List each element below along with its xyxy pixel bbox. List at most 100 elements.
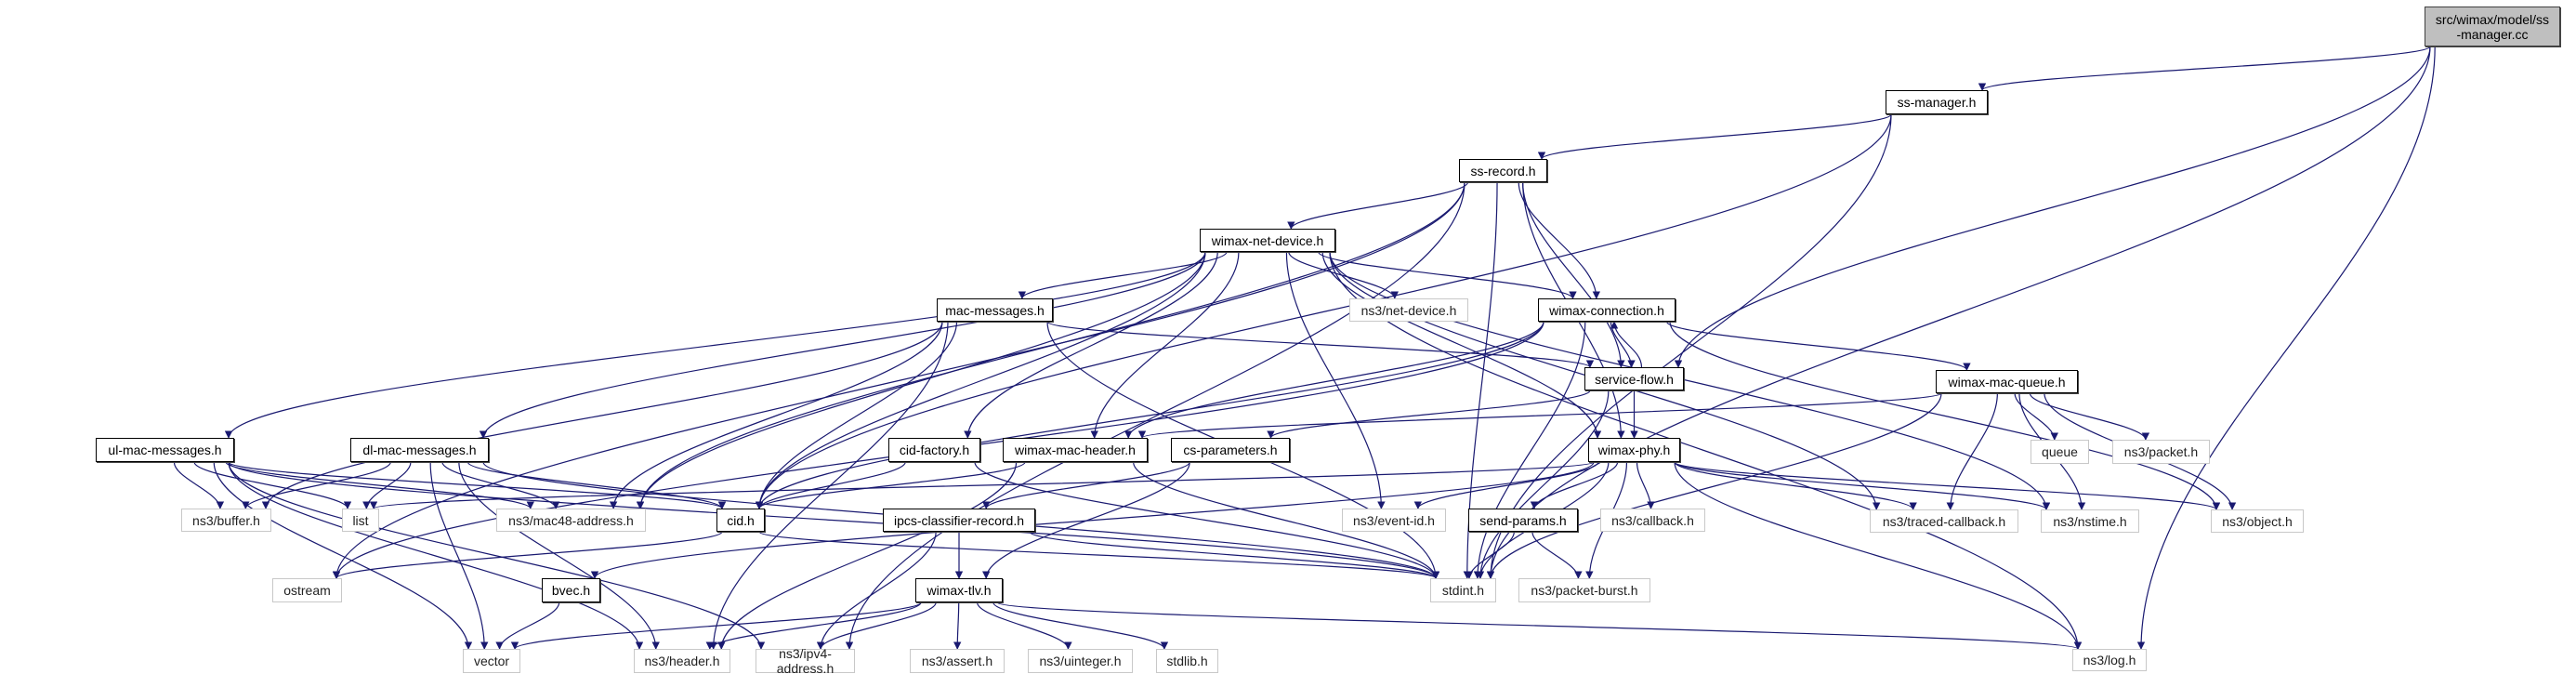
edge-wmq-to-pkt (2029, 392, 2150, 441)
node-ns3-log-h: ns3/log.h (2072, 649, 2147, 671)
edge-wmh-to-stdint (1133, 461, 1440, 579)
edge-cf-to-stdint (974, 461, 1440, 579)
edge-ssr-to-ipv4 (845, 181, 1465, 650)
edge-dl-to-vector (429, 461, 489, 650)
node-send-params-h[interactable]: send-params.h (1468, 509, 1578, 532)
edge-wnd-to-ul (224, 251, 1206, 439)
edge-wnd-to-cid (755, 251, 1206, 509)
node-ostream: ostream (272, 578, 342, 602)
edge-wnd-to-nst (1329, 251, 2051, 510)
edge-wp-to-sp (1530, 461, 1619, 509)
node-wimax-net-device-h[interactable]: wimax-net-device.h (1200, 229, 1335, 252)
node-cs-parameters-h[interactable]: cs-parameters.h (1171, 438, 1290, 462)
edge-wmq-to-wmh (1138, 392, 1942, 439)
edge-ssr-to-wc (1518, 181, 1601, 299)
node-ul-mac-messages-h[interactable]: ul-mac-messages.h (96, 438, 234, 462)
edge-wmq-to-stdint (1486, 392, 1942, 579)
node-stdlib-h: stdlib.h (1156, 649, 1218, 673)
edge-icr-to-ipv4 (816, 531, 937, 650)
edge-mm-to-sf (1046, 321, 1594, 368)
edge-wc-to-obj (1669, 321, 2221, 510)
edge-cc-to-ssm (1978, 46, 2431, 91)
edge-wp-to-bvec (590, 461, 1595, 579)
edge-wmq-to-tc (1946, 392, 1998, 510)
edge-wp-to-nst (1674, 461, 2051, 510)
edge-wp-to-log (1674, 461, 2083, 650)
node-wimax-mac-queue-h[interactable]: wimax-mac-queue.h (1936, 370, 2078, 393)
edge-bvec-to-vector (495, 601, 560, 650)
edge-mm-to-buf (261, 321, 943, 509)
edge-ul-to-list (193, 461, 352, 509)
edge-mm-to-mac48 (609, 321, 943, 509)
node-ns3-packet-h: ns3/packet.h (2112, 440, 2210, 464)
edge-cid-to-ostream (332, 531, 723, 579)
edge-wtlv-to-ipv4 (816, 601, 937, 650)
edge-wc-to-stdint (1473, 321, 1586, 579)
node-queue: queue (2031, 440, 2089, 464)
edge-wnd-to-wp (1321, 251, 1602, 439)
node-ns3-header-h: ns3/header.h (634, 649, 730, 673)
edge-sp-to-stdint (1465, 531, 1515, 579)
node-src-wimax-model-ss-manager-cc: src/wimax/model/ss -manager.cc (2425, 7, 2560, 46)
node-cid-h[interactable]: cid.h (716, 509, 765, 532)
node-ipcs-classifier-record-h[interactable]: ipcs-classifier-record.h (883, 509, 1035, 532)
edge-wtlv-to-log (996, 601, 2082, 650)
edge-ul-to-mac48 (225, 461, 534, 509)
edge-ul-to-ipv4 (228, 461, 766, 650)
edge-ssr-to-sf (1522, 181, 1625, 368)
node-wimax-tlv-h[interactable]: wimax-tlv.h (915, 578, 1003, 602)
node-ss-manager-h[interactable]: ss-manager.h (1886, 90, 1988, 114)
node-ns3-assert-h: ns3/assert.h (910, 649, 1005, 673)
edge-wp-to-cb (1636, 461, 1655, 509)
node-wimax-phy-h[interactable]: wimax-phy.h (1588, 438, 1680, 462)
edge-cf-to-cid (755, 461, 906, 509)
node-wimax-connection-h[interactable]: wimax-connection.h (1538, 298, 1676, 322)
edge-wtlv-to-header (705, 601, 922, 650)
edge-sp-to-pb (1531, 531, 1583, 579)
node-cid-factory-h[interactable]: cid-factory.h (888, 438, 980, 462)
edge-wmh-to-cid (755, 461, 1026, 509)
node-wimax-mac-header-h[interactable]: wimax-mac-header.h (1003, 438, 1148, 462)
edge-sf-to-wc (1610, 321, 1643, 368)
edge-wmh-to-header (717, 461, 1018, 650)
edge-sf-to-stdint (1476, 390, 1610, 579)
node-ns3-packet-burst-h: ns3/packet-burst.h (1518, 578, 1650, 602)
edge-ssm-to-cid (755, 113, 1892, 509)
node-ns3-uinteger-h: ns3/uinteger.h (1028, 649, 1133, 673)
edge-wc-to-wmq (1665, 321, 1971, 371)
edge-wp-to-list (370, 461, 1595, 509)
edge-wp-to-eid (1413, 461, 1599, 509)
edge-wnd-to-mm (1018, 251, 1228, 299)
edge-wtlv-to-uint (976, 601, 1072, 650)
edge-ul-to-buf (173, 461, 225, 509)
edge-wtlv-to-stdlib (992, 601, 1169, 650)
edge-mm-to-cid (755, 321, 958, 509)
edge-wtlv-to-assert (953, 601, 962, 650)
edge-wnd-to-dl (479, 251, 1206, 439)
edge-csp-to-icr (982, 461, 1190, 509)
node-bvec-h[interactable]: bvec.h (542, 578, 600, 602)
node-ns3-callback-h: ns3/callback.h (1600, 509, 1705, 532)
node-mac-messages-h[interactable]: mac-messages.h (937, 298, 1053, 322)
edge-ul-to-header (228, 461, 644, 650)
edge-ssm-to-ssr (1537, 113, 1892, 160)
node-ns3-buffer-h: ns3/buffer.h (181, 509, 271, 532)
edge-cid-to-stdint (758, 531, 1439, 579)
node-ns3-object-h: ns3/object.h (2211, 509, 2304, 533)
node-ss-record-h[interactable]: ss-record.h (1459, 159, 1547, 182)
node-ns3-mac48-address-h: ns3/mac48-address.h (496, 509, 646, 532)
edge-ul-to-stdint (228, 461, 1439, 579)
node-service-flow-h[interactable]: service-flow.h (1584, 367, 1684, 390)
edge-dl-to-buf (242, 461, 391, 509)
node-dl-mac-messages-h[interactable]: dl-mac-messages.h (350, 438, 489, 462)
edge-ssr-to-wnd (1287, 181, 1469, 230)
edge-wnd-to-cf (964, 251, 1218, 439)
edge-wnd-to-mac48 (636, 251, 1206, 509)
edge-wc-to-cid (755, 321, 1544, 509)
edge-wp-to-tc (1674, 461, 1917, 510)
edge-wtlv-to-vector (510, 601, 922, 650)
edge-dl-to-mac48 (441, 461, 560, 509)
node-ns3-ipv4-address-h: ns3/ipv4-address.h (756, 646, 855, 674)
